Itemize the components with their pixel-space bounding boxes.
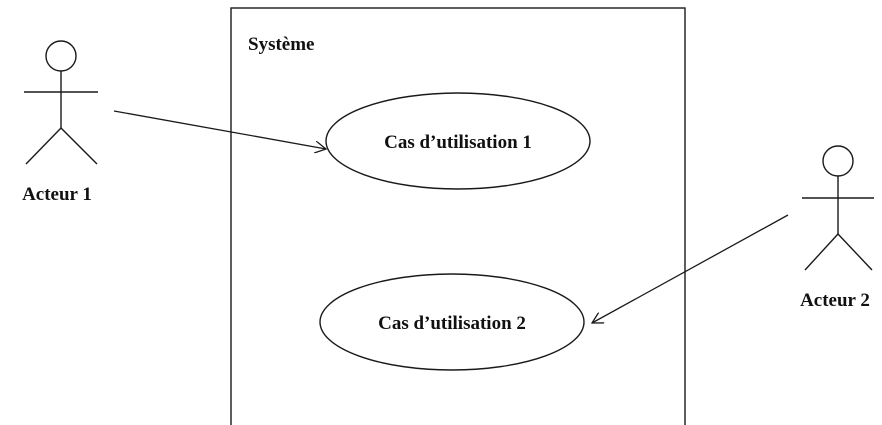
use-case-2-ellipse [319,273,585,371]
actor-2-head [822,145,854,177]
actor-1 [24,40,98,165]
use-case-1-label: Cas d’utilisation 1 [384,132,532,153]
system-title: Système [248,34,314,55]
system-boundary: Système [230,7,686,425]
use-case-1: Cas d’utilisation 1 [325,92,591,190]
association-actor-1-use-case-1 [113,110,326,149]
actor-2-right-leg [837,233,873,271]
actor-1-left-leg [25,127,62,165]
actor-1-right-leg [60,127,98,165]
actor-2 [802,145,874,271]
actor-2-label: Acteur 2 [800,290,870,311]
use-case-1-ellipse [325,92,591,190]
actor-1-head [45,40,77,72]
association-actor-2-use-case-2 [592,214,789,323]
use-case-2-label: Cas d’utilisation 2 [378,313,526,334]
actor-1-label: Acteur 1 [22,184,92,205]
system-box [230,7,686,425]
actor-2-left-leg [804,233,839,271]
use-case-2: Cas d’utilisation 2 [319,273,585,371]
